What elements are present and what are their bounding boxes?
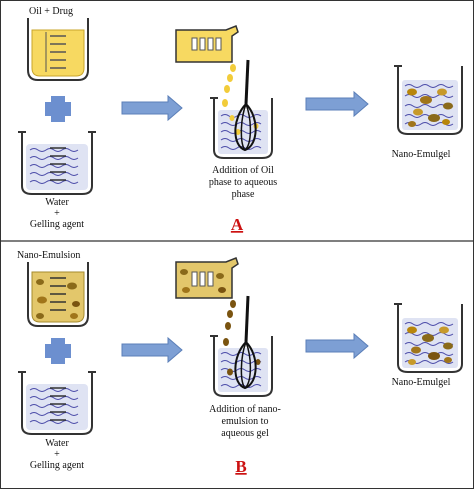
panel-letter-a: A <box>231 215 244 234</box>
label-addition-line-3: aqueous gel <box>221 428 269 439</box>
label-nano-emulgel: Nano-Emulgel <box>392 377 451 388</box>
label-water: Water <box>45 438 69 449</box>
nano-emulgel-beaker-icon <box>394 65 463 135</box>
oil-measuring-cup-icon <box>175 25 239 63</box>
label-addition-line-2: emulsion to <box>222 416 269 427</box>
water-gelling-beaker-icon <box>18 131 96 195</box>
label-nano-emulgel: Nano-Emulgel <box>392 149 451 160</box>
label-addition-line-1: Addition of nano- <box>209 404 281 415</box>
label-addition-line-1: Addition of Oil <box>212 165 274 176</box>
water-gelling-beaker-icon <box>18 371 96 435</box>
plus-icon <box>45 338 71 364</box>
label-water: Water <box>45 197 69 208</box>
label-plus: + <box>54 449 60 460</box>
panel-b: Nano-Emulsion Water + Gelling agent <box>17 250 463 476</box>
plus-icon <box>45 96 71 122</box>
label-gelling-agent: Gelling agent <box>30 219 84 230</box>
arrow-right-icon <box>121 94 183 122</box>
emulsion-drops <box>223 300 236 346</box>
label-addition-line-3: phase <box>232 189 255 200</box>
whisk-icon <box>234 295 257 390</box>
label-addition-line-2: phase to aqueous <box>209 177 277 188</box>
oil-drops <box>222 64 236 107</box>
nano-emulgel-beaker-icon <box>394 303 463 373</box>
nano-emulsion-beaker-icon <box>27 262 89 327</box>
nano-emulsion-cup-icon <box>175 257 239 299</box>
panel-letter-b: B <box>235 457 246 476</box>
arrow-right-icon <box>305 90 369 118</box>
arrow-right-icon <box>305 332 369 360</box>
label-plus: + <box>54 208 60 219</box>
arrow-right-icon <box>121 336 183 364</box>
oil-drug-beaker-icon <box>27 18 89 81</box>
label-gelling-agent: Gelling agent <box>30 460 84 471</box>
whisk-icon <box>234 59 257 152</box>
label-oil-drug: Oil + Drug <box>29 6 73 17</box>
panel-a: Oil + Drug Water + Gelling agent <box>18 6 463 234</box>
label-nano-emulsion: Nano-Emulsion <box>17 250 80 261</box>
